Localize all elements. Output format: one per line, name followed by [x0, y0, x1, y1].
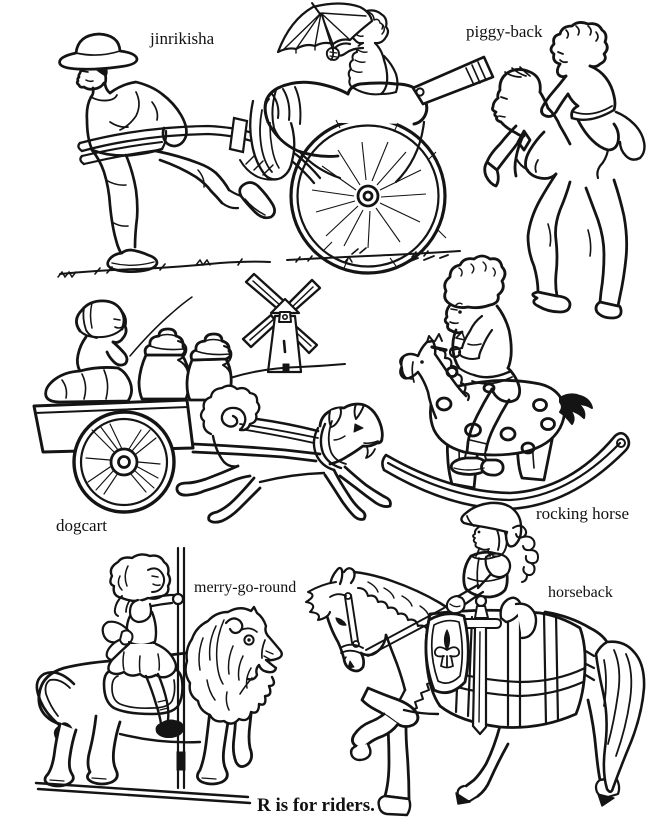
svg-text:horseback: horseback: [548, 584, 613, 601]
svg-text:merry-go-round: merry-go-round: [194, 579, 296, 596]
svg-text:rocking horse: rocking horse: [536, 504, 629, 523]
svg-text:R is for riders.: R is for riders.: [257, 795, 375, 816]
svg-text:jinrikisha: jinrikisha: [149, 29, 215, 48]
svg-text:piggy-back: piggy-back: [466, 22, 543, 41]
svg-text:dogcart: dogcart: [56, 516, 107, 535]
